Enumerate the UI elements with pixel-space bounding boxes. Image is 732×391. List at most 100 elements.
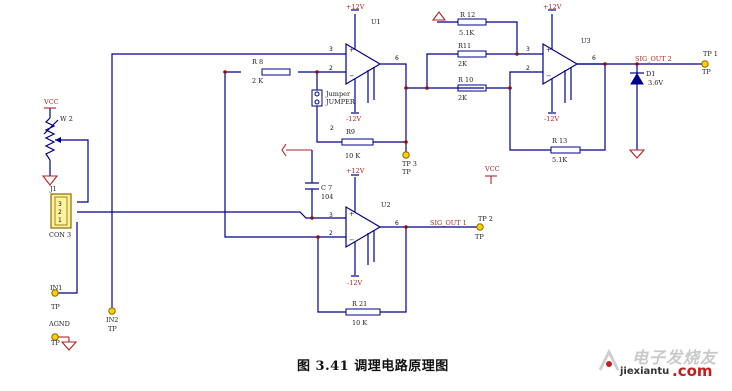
u2-ref-label: U2	[381, 201, 391, 209]
watermark-bottom-text: jiexiantu	[620, 366, 670, 377]
j1-pin2: 2	[58, 209, 62, 216]
testpoint-tp1	[701, 60, 709, 68]
r8-value: 2 K	[252, 77, 263, 85]
sig-out2-label: SIG_OUT 2	[635, 55, 672, 63]
watermark: 电子发烧友 jiexiantu .com	[590, 340, 730, 390]
in1-type: TP	[51, 303, 60, 311]
r11-value: 2K	[458, 60, 467, 68]
testpoint-tp2	[476, 223, 484, 231]
u1-vneg-label: -12V	[346, 115, 361, 123]
r8-ref: R 8	[252, 58, 263, 66]
j1-name: CON 3	[49, 231, 71, 239]
jumper	[311, 89, 323, 107]
u3-ref-label: U3	[581, 37, 591, 45]
tp2-type: TP	[475, 233, 484, 241]
opamp-u1: + −	[345, 9, 382, 114]
u2-pin6: 6	[395, 220, 399, 227]
j1-pin3: 3	[58, 201, 62, 208]
junction-dots	[223, 52, 639, 239]
sig-out1-label: SIG_OUT 1	[430, 219, 467, 227]
testpoint-in1	[51, 289, 59, 297]
tp1-type: TP	[702, 68, 711, 76]
ground-r12-icon	[431, 11, 447, 21]
svg-text:+: +	[349, 46, 354, 54]
capacitor-c7	[305, 180, 319, 196]
w2-ref: W 2	[60, 115, 73, 123]
jumper-name: JUMPER	[325, 98, 356, 106]
r11-ref: R11	[458, 42, 471, 50]
in2-type: TP	[108, 325, 117, 333]
zener-diode-d1	[630, 72, 644, 85]
connector-j1	[50, 193, 72, 229]
u1-pin2: 2	[329, 65, 333, 72]
svg-text:−: −	[349, 72, 354, 80]
j1-ref: J1	[49, 185, 57, 193]
figure-caption: 图 3.41 调理电路原理图	[297, 359, 449, 374]
testpoint-tp3	[402, 151, 410, 159]
r13-value: 5.1K	[552, 156, 567, 164]
j1-pin1: 1	[58, 217, 62, 224]
tp2-ref: TP 2	[478, 215, 493, 223]
ground-w2-icon	[41, 175, 59, 186]
resistor-r11	[457, 50, 487, 58]
u3-vneg-label: -12V	[544, 115, 559, 123]
d1-ref: D1	[646, 70, 655, 78]
testpoint-agnd	[51, 333, 59, 341]
tp1-ref: TP 1	[703, 50, 718, 58]
opamp-u3: + −	[542, 9, 579, 114]
potentiometer-w2	[43, 117, 61, 161]
u3-pin3: 3	[526, 46, 530, 53]
vcc-mid-label: VCC	[484, 165, 500, 173]
d1-value: 3.6V	[648, 79, 663, 87]
r13-ref: R 13	[552, 137, 567, 145]
jumper-ref: Jumper	[325, 90, 351, 98]
u3-vpos-label: +12V	[543, 3, 562, 11]
u2-pin3: 3	[329, 212, 333, 219]
r10-value: 2K	[458, 94, 467, 102]
wires	[49, 21, 705, 313]
svg-text:−: −	[546, 72, 551, 80]
c7-ref: C 7	[321, 184, 332, 192]
in1-ref: IN1	[50, 284, 62, 292]
opamp-u2: + −	[345, 174, 382, 277]
u3-pin2: 2	[526, 65, 530, 72]
watermark-suffix: .com	[672, 362, 713, 380]
in2-ref: IN2	[106, 316, 118, 324]
resistor-r10	[457, 84, 487, 92]
c7-value: 104	[321, 193, 333, 201]
resistor-r8	[261, 68, 291, 76]
u2-vneg-label: -12V	[347, 279, 362, 287]
testpoint-in2	[108, 307, 116, 315]
r10-ref: R 10	[458, 76, 473, 84]
watermark-logo-icon	[598, 348, 620, 371]
u1-pin3: 3	[329, 46, 333, 53]
u2-vpos-label: +12V	[346, 167, 365, 175]
resistor-r12	[457, 18, 487, 26]
svg-text:+: +	[349, 210, 354, 218]
resistor-r13	[550, 146, 581, 154]
svg-text:−: −	[349, 236, 354, 244]
ground-c7-icon	[281, 143, 287, 157]
r9-ref: R9	[346, 128, 355, 136]
agnd-type: TP	[51, 339, 60, 347]
u2-pin2: 2	[329, 230, 333, 237]
agnd-ref: AGND	[48, 320, 70, 328]
u3-pin6: 6	[592, 55, 596, 62]
svg-text:+: +	[546, 46, 551, 54]
r12-ref: R 12	[460, 11, 475, 19]
tp3-ref: TP 3	[402, 160, 417, 168]
tp3-type: TP	[402, 168, 411, 176]
vcc-left-label: VCC	[43, 98, 59, 106]
resistor-r21	[345, 308, 381, 316]
watermark-top-text: 电子发烧友	[632, 348, 718, 367]
u1-ref-label: U1	[371, 18, 381, 26]
r21-ref: R 21	[352, 300, 367, 308]
r12-value: 5.1K	[459, 29, 474, 37]
ground-agnd-icon	[60, 341, 78, 351]
resistor-r9	[341, 138, 374, 146]
r9-value: 10 K	[345, 152, 360, 160]
r9-pin: 2	[330, 125, 334, 132]
u1-vpos-label: +12V	[346, 3, 365, 11]
r21-value: 10 K	[352, 319, 367, 327]
